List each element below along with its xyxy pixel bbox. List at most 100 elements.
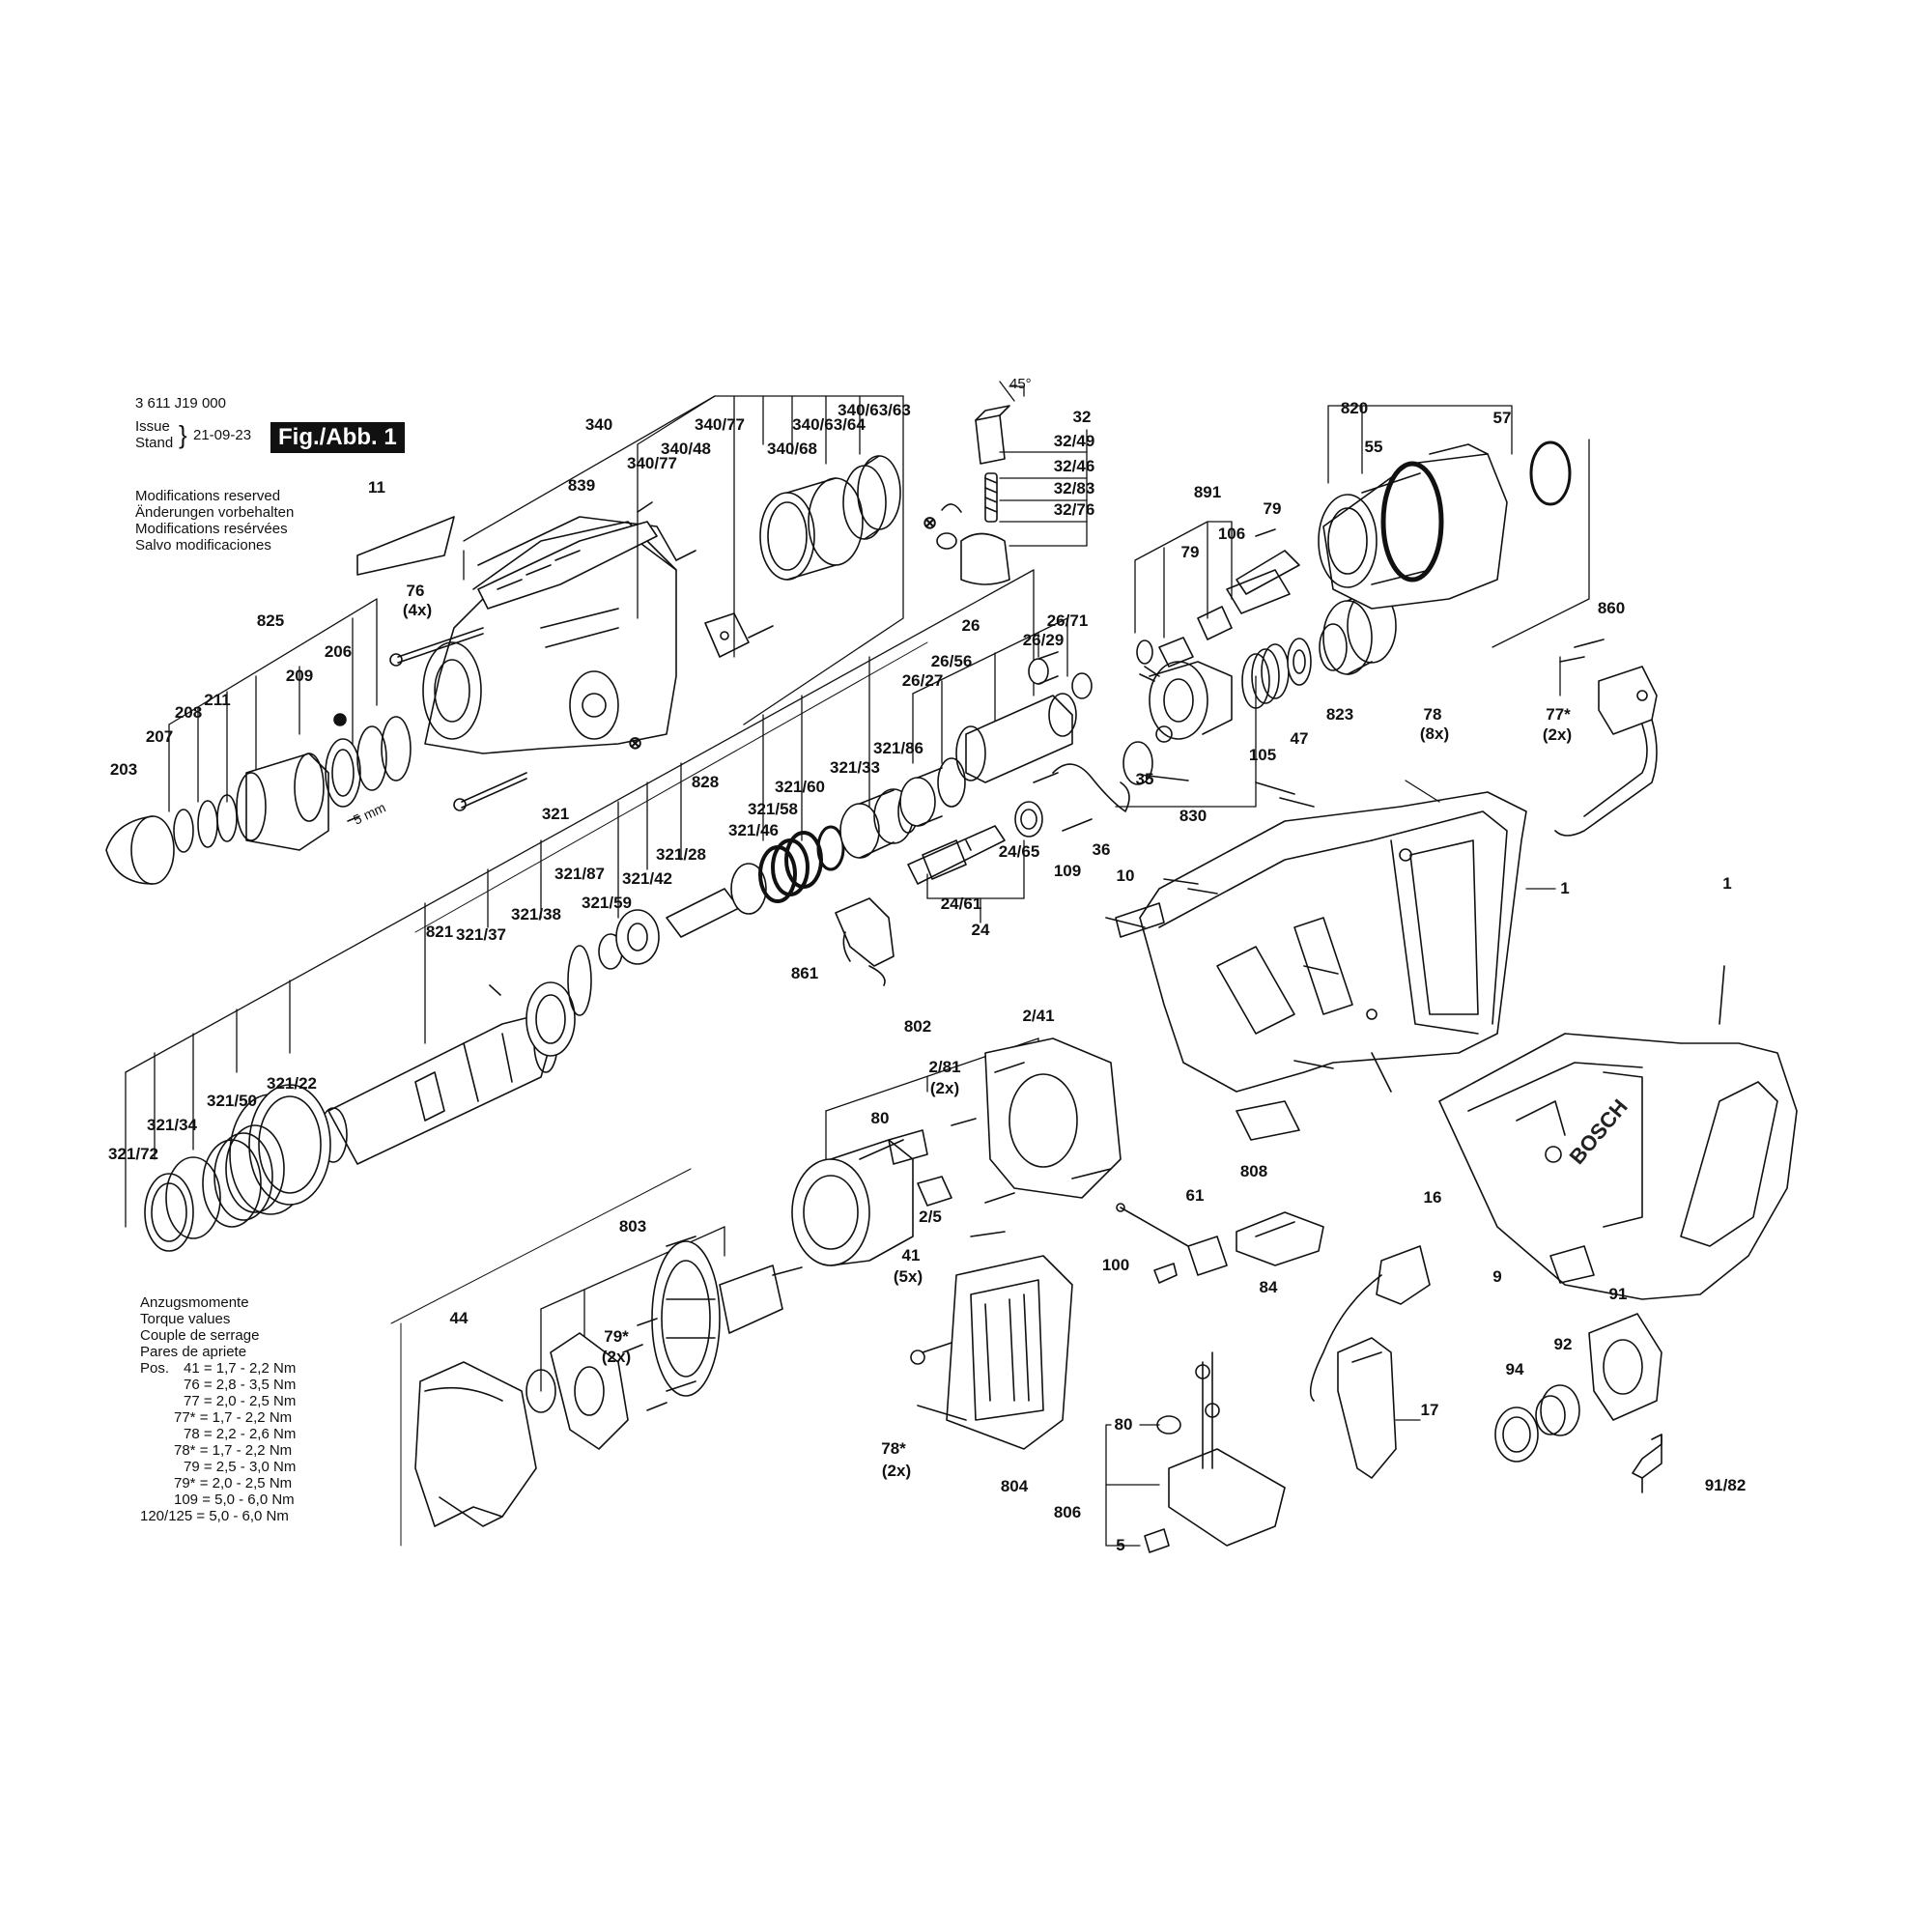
- part-number-label: 208: [174, 703, 203, 723]
- part-number-label: (4x): [402, 601, 433, 620]
- gear-321-50: [229, 1084, 331, 1215]
- screw-109: [1062, 818, 1093, 832]
- part-number-label: 9: [1492, 1267, 1502, 1287]
- torque-heading-fr: Couple de serrage: [140, 1327, 260, 1344]
- ball-206: [333, 713, 347, 726]
- leader-lines-806: [1105, 1424, 1160, 1547]
- part-number-label: 80: [870, 1109, 890, 1128]
- contacts-806: [1168, 1351, 1286, 1547]
- part-number-label: 11: [368, 478, 385, 497]
- torque-row: 79 = 2,5 - 3,0 Nm: [184, 1459, 297, 1475]
- torque-pos-label: Pos.: [140, 1360, 170, 1377]
- leader-lines-891: [1115, 521, 1257, 808]
- part-94: [1494, 1406, 1539, 1463]
- part-number-label: 16: [1423, 1188, 1442, 1208]
- part-number-label: 321/58: [748, 800, 798, 819]
- part-number-label: 32/83: [1053, 479, 1095, 498]
- bearing-front: [526, 1369, 556, 1413]
- piston-321-59: [598, 909, 660, 970]
- x-marker: ⊗: [923, 513, 938, 532]
- part-number-label: 79*: [604, 1327, 629, 1347]
- cap-80: [1156, 1415, 1181, 1435]
- part-number-label: 860: [1597, 599, 1626, 618]
- bearing-830: [1139, 661, 1233, 743]
- cable-91-82: [1632, 1434, 1662, 1493]
- part-number-label: 803: [618, 1217, 647, 1236]
- part-number-label: 109: [1053, 862, 1082, 881]
- bolt-76: [389, 627, 527, 811]
- circlip-321-87: [567, 945, 592, 1016]
- part-number-label: 1: [1560, 879, 1570, 898]
- part-number-label: 340/77: [627, 454, 677, 473]
- torque-row: 77 = 2,0 - 2,5 Nm: [184, 1393, 297, 1409]
- part-number-label: 206: [324, 642, 353, 662]
- part-number-label: 861: [790, 964, 819, 983]
- part-number-label: 24: [971, 921, 990, 940]
- part-number-label: 820: [1340, 399, 1369, 418]
- torque-row: 79* = 2,0 - 2,5 Nm: [174, 1475, 293, 1492]
- part-number-label: 340/63/63: [838, 401, 911, 420]
- part-number-label: 828: [691, 773, 720, 792]
- part-number-label: 92: [1553, 1335, 1573, 1354]
- label-10: [1115, 902, 1165, 938]
- gear-47: [1287, 638, 1312, 686]
- angle-annotation: 45°: [1009, 376, 1032, 392]
- part-number-label: 32: [1072, 408, 1092, 427]
- ring-26-56: [937, 757, 966, 808]
- part-number-label: 321/22: [267, 1074, 317, 1094]
- part-number-label: 91: [1608, 1285, 1628, 1304]
- o-ring-55: [1380, 461, 1444, 582]
- part-number-label: 2/5: [919, 1208, 942, 1227]
- part-number-label: 47: [1290, 729, 1309, 749]
- cylinder-26: [955, 693, 1077, 783]
- part-number-label: 321/50: [207, 1092, 257, 1111]
- label-9: [1549, 1245, 1595, 1284]
- issue-date: 21-09-23: [193, 427, 252, 443]
- pin-321-42: [666, 863, 767, 938]
- bracket-340-48: [704, 612, 774, 658]
- screw-41: [910, 1350, 925, 1365]
- part-number-label: 321/60: [775, 778, 825, 797]
- part-number-label: 26/27: [901, 671, 944, 691]
- figure-label: Fig./Abb. 1: [270, 422, 405, 454]
- leader-lines-825: [168, 598, 378, 812]
- part-number-label: 203: [109, 760, 138, 780]
- sensor-61: [1116, 1203, 1228, 1276]
- part-number-label: 24/61: [940, 895, 982, 914]
- armature-803: [637, 1236, 803, 1397]
- leader-lines-340: [463, 395, 904, 725]
- issue-label: Issue: [135, 418, 170, 435]
- baffle-plate: [550, 1332, 629, 1450]
- modifications-es: Salvo modificaciones: [135, 537, 271, 554]
- part-91: [1588, 1313, 1662, 1421]
- part-number-label: 211: [204, 691, 231, 710]
- part-number-label: 36: [1092, 840, 1111, 860]
- stand-label: Stand: [135, 435, 174, 451]
- leader-lines-24: [926, 839, 1025, 923]
- label-808: [1236, 1100, 1300, 1141]
- torque-row: 78* = 1,7 - 2,2 Nm: [174, 1442, 293, 1459]
- part-number-label: 32/46: [1053, 457, 1095, 476]
- part-number-label: (8x): [1419, 724, 1450, 744]
- x-marker: ⊗: [628, 733, 643, 753]
- part-number-label: 26/71: [1046, 611, 1089, 631]
- screw-79star: [622, 1344, 643, 1353]
- torque-heading-es: Pares de apriete: [140, 1344, 247, 1360]
- screw-2-81: [951, 1118, 977, 1126]
- part-number-label: 321/72: [108, 1145, 158, 1164]
- ring-321-38: [526, 981, 576, 1057]
- spindle-821: [319, 1013, 558, 1165]
- part-number-label: 17: [1420, 1401, 1439, 1420]
- part-number-label: 806: [1053, 1503, 1082, 1522]
- doc-number: 3 611 J19 000: [135, 395, 226, 412]
- part-number-label: 78: [1423, 705, 1442, 724]
- torque-row: 109 = 5,0 - 6,0 Nm: [174, 1492, 295, 1508]
- part-number-label: (2x): [881, 1462, 912, 1481]
- clip-36: [1052, 763, 1130, 812]
- part-number-label: 26/56: [930, 652, 973, 671]
- part-number-label: 106: [1217, 525, 1246, 544]
- issue-brace: }: [179, 420, 187, 449]
- part-number-label: 321/46: [728, 821, 779, 840]
- part-number-label: 823: [1325, 705, 1354, 724]
